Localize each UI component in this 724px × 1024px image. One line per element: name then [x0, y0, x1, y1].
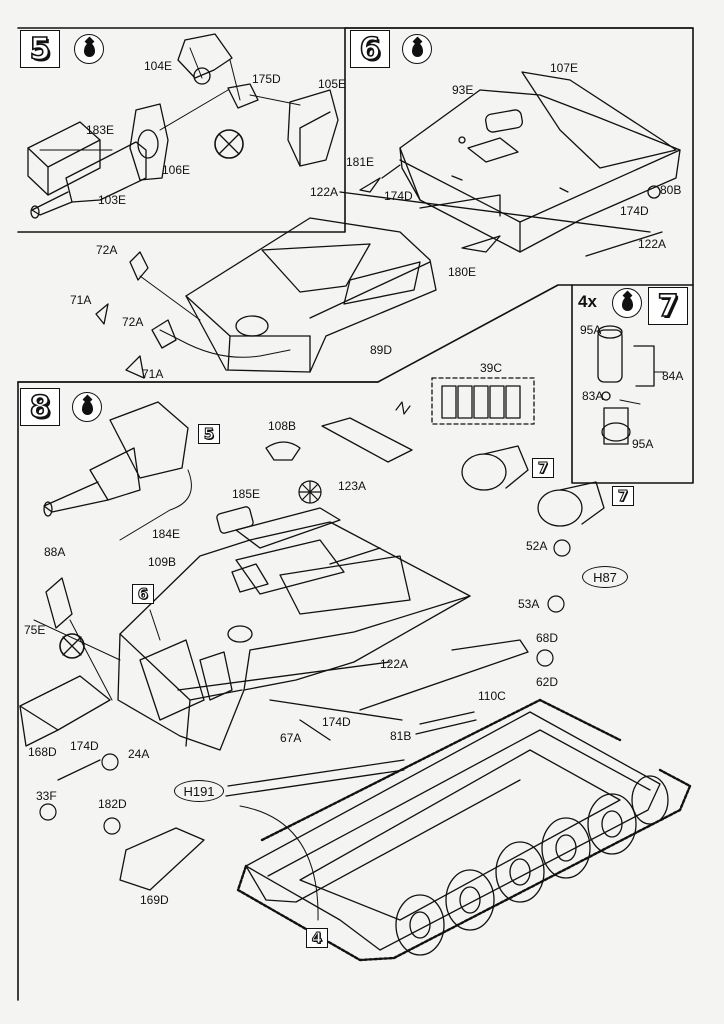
grille-39C: [431, 377, 535, 425]
part-label: 183E: [86, 123, 115, 137]
part-label: 181E: [346, 155, 375, 169]
part-label: 71A: [142, 367, 164, 381]
part-label: 123A: [338, 479, 367, 493]
part-label: 182D: [98, 797, 127, 811]
paint-callout-h87: H87: [582, 566, 628, 588]
step-7-number: 7: [648, 287, 688, 325]
part-label: 83A: [582, 389, 604, 403]
part-label: 24A: [128, 747, 150, 761]
part-label: 122A: [310, 185, 339, 199]
part-label: 62D: [536, 675, 559, 689]
hull-89D: [95, 217, 437, 379]
page-frame: [17, 27, 694, 484]
part-label: 84A: [662, 369, 684, 383]
ref-step-5: 5: [198, 424, 220, 444]
part-label: 169D: [140, 893, 169, 907]
part-label: 52A: [526, 539, 548, 553]
part-label: 53A: [518, 597, 540, 611]
part-label: 72A: [96, 243, 118, 257]
part-label: 103E: [98, 193, 127, 207]
step8-turret: [43, 401, 192, 541]
step-5-number: 5: [20, 30, 60, 68]
part-label: 105E: [318, 77, 347, 91]
glue-drop-icon: [74, 34, 104, 64]
clip-symbols: [39, 401, 571, 835]
step7-parts: [597, 325, 667, 445]
part-label: 109B: [148, 555, 177, 569]
part-label: 88A: [44, 545, 66, 559]
part-label: 174D: [384, 189, 413, 203]
part-label: 80B: [660, 183, 682, 197]
part-label: 174D: [70, 739, 99, 753]
part-label: 185E: [232, 487, 261, 501]
part-label: 39C: [480, 361, 503, 375]
step-7-multiplier: 4x: [578, 292, 597, 311]
step8-hull: [19, 417, 605, 891]
glue-drop-icon: [72, 392, 102, 422]
part-label: 67A: [280, 731, 302, 745]
ref-step-6: 6: [132, 584, 154, 604]
part-label: 68D: [536, 631, 559, 645]
ref-step-7: 7: [532, 458, 554, 478]
part-label: 122A: [380, 657, 409, 671]
glue-drop-icon: [402, 34, 432, 64]
step6-parts: [339, 71, 681, 257]
ref-step-7: 7: [612, 486, 634, 506]
part-label: 104E: [144, 59, 173, 73]
paint-callout-h191: H191: [174, 780, 224, 802]
part-label: 81B: [390, 729, 412, 743]
ref-step-4: 4: [306, 928, 328, 948]
step-6-number: 6: [350, 30, 390, 68]
part-label: 71A: [70, 293, 92, 307]
part-label: 174D: [322, 715, 351, 729]
part-label: 174D: [620, 204, 649, 218]
part-label: 168D: [28, 745, 57, 759]
part-label: 180E: [448, 265, 477, 279]
glue-drop-icon: [612, 288, 642, 318]
part-label: 107E: [550, 61, 579, 75]
part-label: 184E: [152, 527, 181, 541]
step-8-number: 8: [20, 388, 60, 426]
part-label: 75E: [24, 623, 46, 637]
part-label: 106E: [162, 163, 191, 177]
step5-parts: [27, 33, 339, 219]
part-label: 95A: [632, 437, 654, 451]
part-label: 89D: [370, 343, 393, 357]
part-label: 110C: [478, 689, 506, 703]
part-label: 122A: [638, 237, 667, 251]
part-label: 108B: [268, 419, 297, 433]
part-label: 93E: [452, 83, 474, 97]
part-label: 72A: [122, 315, 144, 329]
part-label: 95A: [580, 323, 602, 337]
chassis-and-tracks: [236, 698, 692, 962]
part-label: 33F: [36, 789, 57, 803]
part-label: 175D: [252, 72, 281, 86]
step5-frame: [17, 27, 346, 233]
